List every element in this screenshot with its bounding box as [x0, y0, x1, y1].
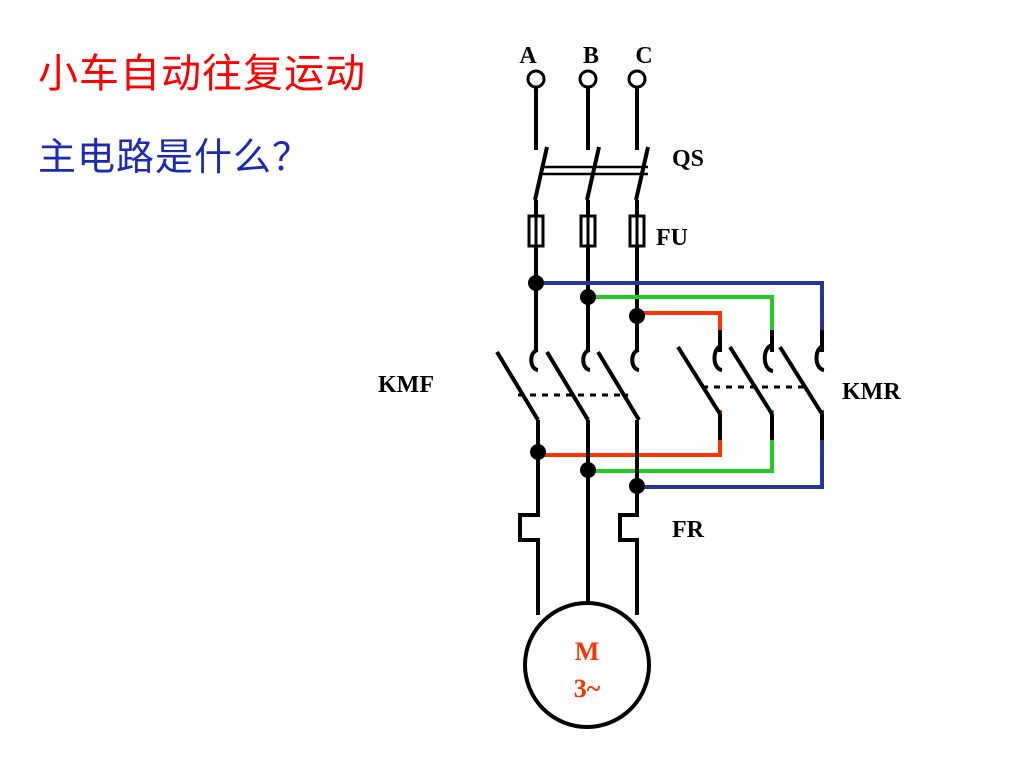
motor	[523, 601, 651, 729]
phase-label-b: B	[583, 43, 599, 69]
contactor-kmf	[495, 283, 641, 440]
phase-label-c: C	[635, 43, 652, 69]
blue-wire-top	[536, 281, 824, 330]
terminal-a	[526, 69, 546, 89]
red-wire-top	[637, 311, 722, 330]
slide-title: 小车自动往复运动	[38, 51, 366, 97]
contactor-label-kmr: KMR	[842, 379, 901, 405]
relay-label-fr: FR	[672, 517, 705, 543]
junction-dots	[528, 275, 645, 494]
terminal-b	[578, 69, 598, 89]
terminal-c	[627, 69, 647, 89]
contactor-kmr	[676, 330, 825, 440]
blue-wire-bottom	[637, 410, 824, 489]
green-wire-bottom	[588, 410, 774, 473]
fuses-fu	[527, 200, 646, 317]
knife-switch-qs	[533, 146, 650, 201]
motor-symbol: M	[575, 637, 600, 666]
fuse-label-fu: FU	[656, 225, 688, 251]
phase-terminals: A B C	[519, 43, 653, 89]
slide-question: 主电路是什么？	[38, 135, 312, 179]
green-wire-top	[588, 295, 774, 330]
reversing-wires	[536, 281, 824, 489]
motor-type: 3~	[574, 674, 601, 703]
contactor-label-kmf: KMF	[378, 372, 434, 398]
feed-wires	[534, 87, 639, 150]
phase-label-a: A	[519, 43, 537, 69]
thermal-relay-fr	[518, 505, 639, 615]
switch-label-qs: QS	[672, 146, 704, 172]
red-wire-bottom	[538, 410, 722, 457]
